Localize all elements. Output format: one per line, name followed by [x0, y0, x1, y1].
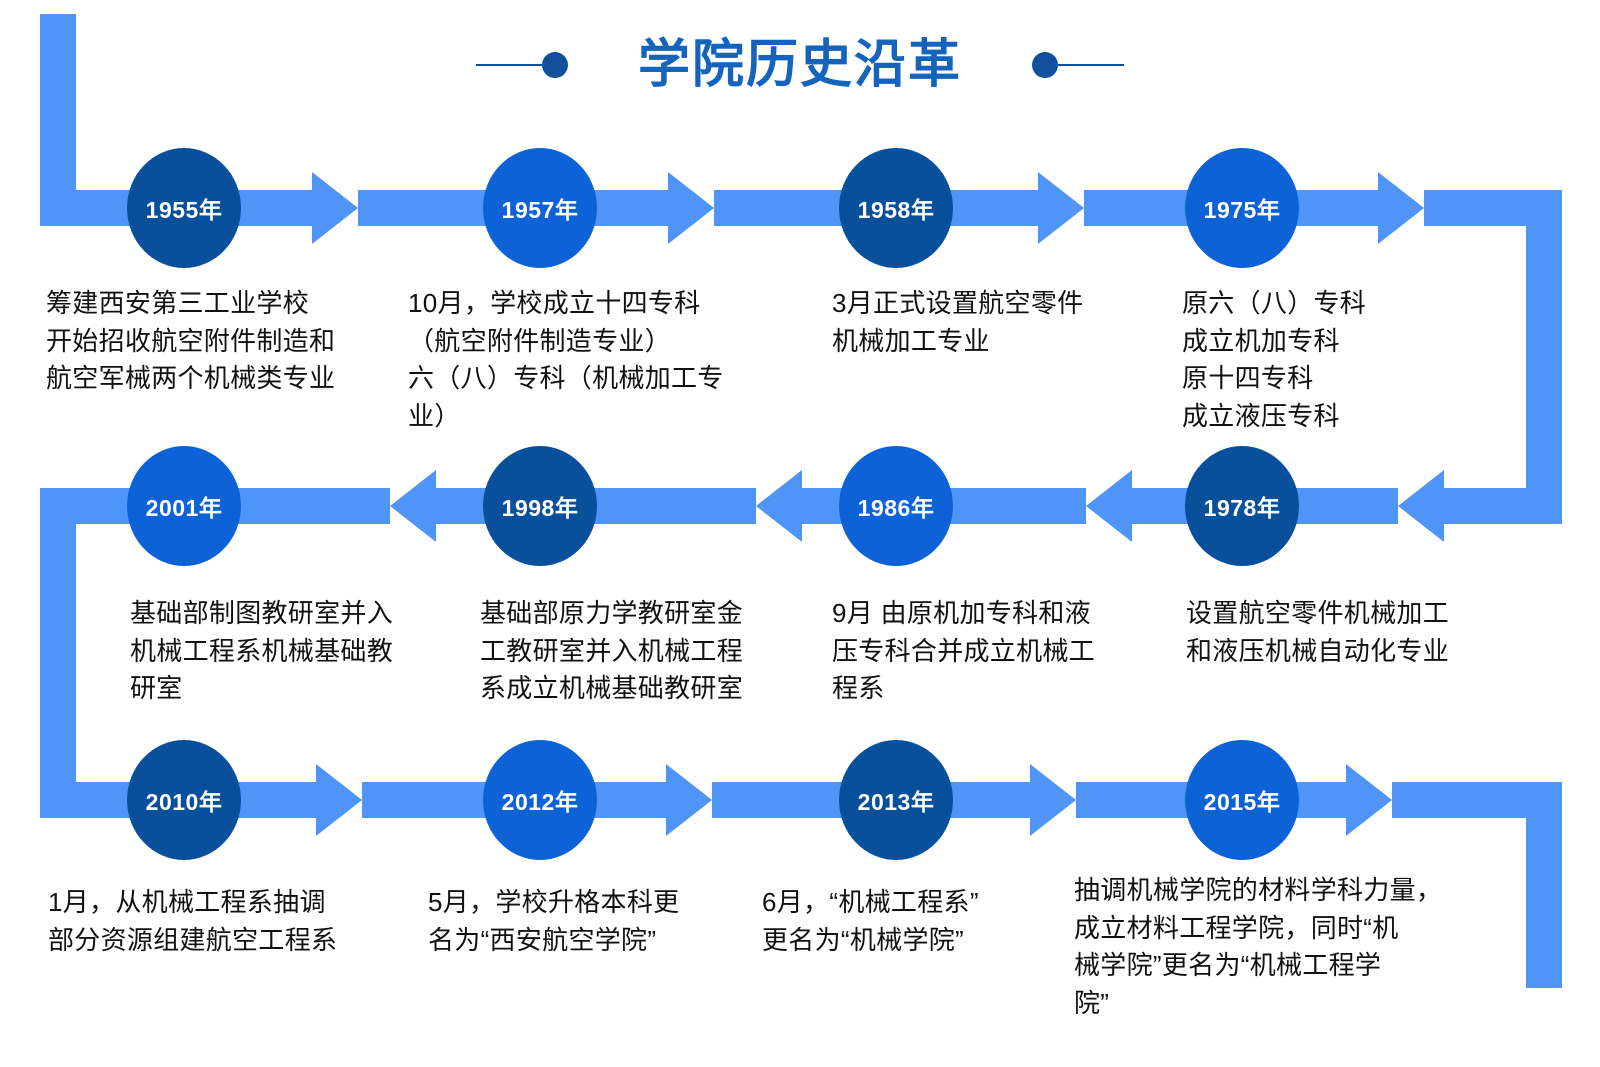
timeline-node-1978[interactable]: 1978年	[1185, 446, 1299, 566]
track-left-vertical	[40, 488, 76, 818]
node-year-label: 2013年	[857, 789, 935, 815]
node-year-label: 2010年	[145, 789, 223, 815]
node-year-label: 1955年	[145, 197, 223, 223]
timeline-desc-2010: 1月，从机械工程系抽调 部分资源组建航空工程系	[48, 887, 338, 955]
timeline-desc-2013: 6月，“机械工程系” 更名为“机械学院”	[762, 887, 979, 955]
arrow-right-icon	[668, 172, 714, 244]
arrow-right-icon	[1346, 764, 1392, 836]
page-header: 学院历史沿革	[0, 22, 1600, 108]
timeline-desc-1978: 设置航空零件机械加工 和液压机械自动化专业	[1186, 598, 1450, 666]
timeline-node-2001[interactable]: 2001年	[127, 446, 241, 566]
track-right-vertical	[1526, 190, 1562, 524]
node-year-label: 2001年	[145, 495, 223, 521]
timeline-node-1958[interactable]: 1958年	[839, 148, 953, 268]
timeline-desc-1998: 基础部原力学教研室金 工教研室并入机械工程 系成立机械基础教研室	[480, 598, 744, 704]
timeline-node-1986[interactable]: 1986年	[839, 446, 953, 566]
timeline-node-1998[interactable]: 1998年	[483, 446, 597, 566]
node-year-label: 1957年	[501, 197, 579, 223]
node-year-label: 1986年	[857, 495, 935, 521]
arrow-left-icon	[1398, 470, 1444, 542]
timeline-desc-1958: 3月正式设置航空零件 机械加工专业	[832, 288, 1084, 356]
arrow-right-icon	[316, 764, 362, 836]
track-row2-segment	[1444, 488, 1562, 524]
node-year-label: 1975年	[1203, 197, 1281, 223]
arrow-left-icon	[1086, 470, 1132, 542]
timeline-node-2012[interactable]: 2012年	[483, 740, 597, 860]
title-decoration-left	[475, 52, 568, 78]
timeline-desc-1975: 原六（八）专科 成立机加专科 原十四专科 成立液压专科	[1182, 288, 1367, 432]
arrow-right-icon	[1030, 764, 1076, 836]
node-year-label: 2015年	[1203, 789, 1281, 815]
arrow-right-icon	[1378, 172, 1424, 244]
timeline-desc-1986: 9月 由原机加专科和液 压专科合并成立机械工 程系	[832, 598, 1096, 704]
page-title: 学院历史沿革	[637, 36, 962, 94]
node-year-label: 2012年	[501, 789, 579, 815]
timeline-node-2010[interactable]: 2010年	[127, 740, 241, 860]
node-year-label: 1998年	[501, 495, 579, 521]
deco-line-icon	[475, 64, 542, 66]
timeline-desc-1955: 筹建西安第三工业学校 开始招收航空附件制造和 航空军械两个机械类专业	[46, 288, 336, 394]
arrow-right-icon	[666, 764, 712, 836]
arrow-right-icon	[312, 172, 358, 244]
timeline-node-1975[interactable]: 1975年	[1185, 148, 1299, 268]
deco-line-icon	[1058, 64, 1124, 66]
track-row3-right-vertical	[1526, 782, 1562, 988]
arrow-left-icon	[756, 470, 802, 542]
node-year-label: 1978年	[1203, 495, 1281, 521]
deco-dot-icon	[541, 52, 568, 78]
timeline-node-2015[interactable]: 2015年	[1185, 740, 1299, 860]
deco-dot-icon	[1032, 52, 1058, 78]
timeline-node-1955[interactable]: 1955年	[127, 148, 241, 268]
arrow-left-icon	[390, 470, 436, 542]
title-decoration-right	[1032, 52, 1124, 78]
timeline-desc-2001: 基础部制图教研室并入 机械工程系机械基础教 研室	[130, 598, 394, 704]
arrow-right-icon	[1038, 172, 1084, 244]
timeline-node-2013[interactable]: 2013年	[839, 740, 953, 860]
node-year-label: 1958年	[857, 197, 935, 223]
timeline-desc-2012: 5月，学校升格本科更 名为“西安航空学院”	[428, 887, 680, 955]
timeline-node-1957[interactable]: 1957年	[483, 148, 597, 268]
timeline-desc-1957: 10月，学校成立十四专科 （航空附件制造专业） 六（八）专科（机械加工专 业）	[408, 288, 724, 432]
timeline-desc-2015: 抽调机械学院的材料学科力量， 成立材料工程学院，同时“机 械学院”更名为“机械工…	[1074, 875, 1443, 1019]
